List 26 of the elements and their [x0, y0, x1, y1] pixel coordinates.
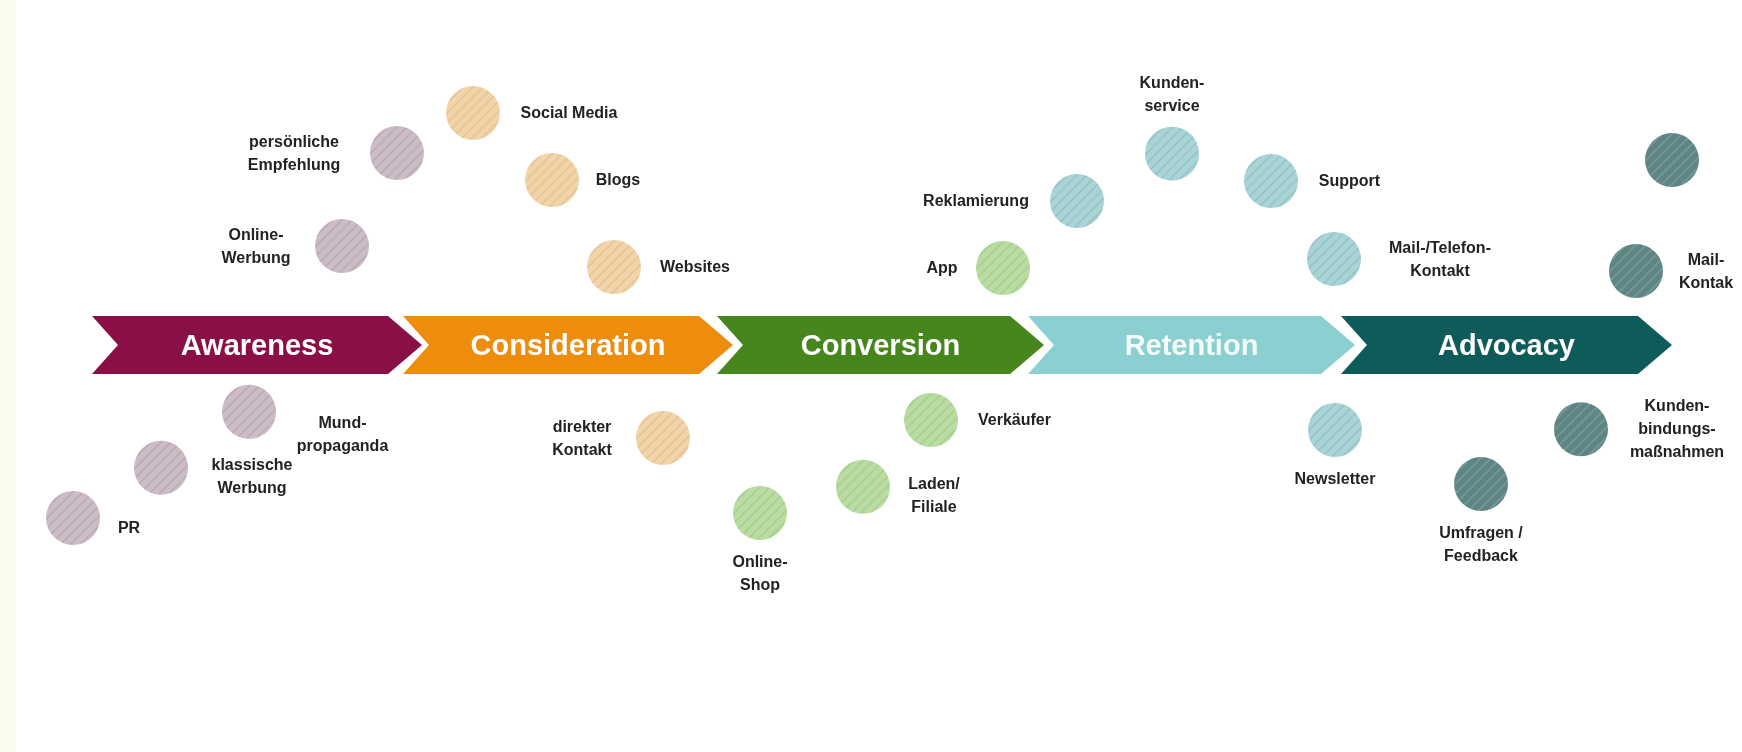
touchpoint-label: Support — [1317, 171, 1382, 192]
touchpoint-label: PR — [116, 518, 142, 539]
touchpoint-label: persönliche Empfehlung — [246, 131, 342, 175]
touchpoint-label: Reklamierung — [922, 191, 1030, 212]
touchpoint-label: Online- Shop — [731, 552, 789, 596]
stage-title: Awareness — [180, 328, 334, 362]
touchpoint-label: App — [925, 258, 959, 279]
stage-title: Advocacy — [1438, 328, 1575, 362]
touchpoint-label: Mund- propaganda — [295, 412, 390, 456]
touchpoint-label: Verkäufer — [977, 410, 1052, 431]
touchpoint-label: Mail- Kontak — [1677, 249, 1735, 293]
stage-title: Consideration — [470, 328, 666, 362]
touchpoint-label: Mail-/Telefon- Kontakt — [1388, 237, 1492, 281]
stage-title: Conversion — [800, 328, 961, 362]
touchpoint-label: Laden/ Filiale — [907, 473, 961, 517]
stage-title: Retention — [1124, 328, 1259, 362]
touchpoint-label: Blogs — [594, 170, 642, 191]
touchpoint-label: direkter Kontakt — [551, 416, 613, 460]
touchpoint-label: klassische Werbung — [210, 454, 294, 498]
touchpoint-label: Websites — [659, 257, 731, 278]
touchpoint-label: Umfragen / Feedback — [1438, 523, 1524, 567]
touchpoint-label: Online- Werbung — [220, 224, 292, 268]
touchpoint-label: Social Media — [519, 103, 619, 124]
touchpoint-label: Kunden- bindungs- maßnahmen — [1628, 396, 1726, 463]
touchpoint-label: Kunden- service — [1138, 72, 1206, 116]
touchpoint-label: Newsletter — [1293, 469, 1377, 489]
